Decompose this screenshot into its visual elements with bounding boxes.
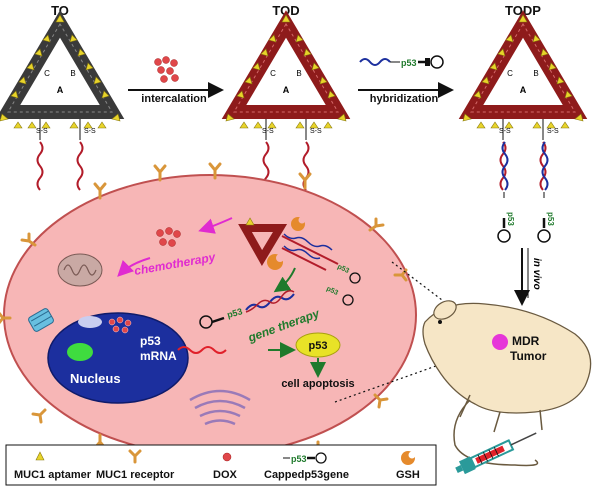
tod-aptamers [225,14,347,129]
p53-mrna-strand [177,346,227,354]
legend-item-dox: DOX [213,452,238,481]
to-triangle: A C B [0,10,125,119]
tod-linker-left: S-S [262,128,274,135]
tumor-label-line1: MDR [512,334,540,348]
released-p53-label: p53 [226,306,244,320]
todp-vertex-a: A [520,85,527,95]
todp-in-cell: p53 p53 [238,216,361,306]
legend-gsh-label: GSH [396,469,420,481]
chemo-arrow-2 [117,257,151,277]
nucleolus [78,316,102,328]
to-linkers: S-S S-S [36,119,96,140]
todp-linker-left: S-S [499,128,511,135]
todp-cell-p53-1: p53 [336,263,350,274]
to-aptamers [0,14,121,129]
released-p53-gene: p53 [199,289,295,329]
capped-p53-strand-top: p53 [359,55,444,69]
intercalation-label: intercalation [141,93,207,105]
legend-item-p53gene: p53 Cappedp53gene [264,452,349,481]
mrna-label-line1: p53 [140,334,161,348]
to-structure: TO A C B S-S S-S [0,3,125,191]
todp-triangle: A C B [458,10,588,119]
legend-box [5,444,437,486]
zoom-line-top [391,261,493,339]
tumor-label-line2: Tumor [510,349,547,363]
todp-label: TODP [505,3,541,18]
to-strand-left [36,141,44,191]
apoptosis-label: cell apoptosis [281,378,354,390]
to-vertex-c: C [44,69,50,78]
p53-strand-label: p53 [401,58,417,68]
in-vivo-arrow: in vivo [514,248,542,306]
todp-linkers: S-S S-S [499,119,559,140]
syringe-icon [455,432,537,475]
todp-duplex-left: p53 [497,141,515,243]
todp-aptamers [462,14,584,129]
tod-triangle: A C B [221,10,351,119]
dox-icon [222,452,232,462]
dox-cluster-cell [156,227,181,247]
chemo-arrow-1 [198,217,233,234]
in-vivo-label: in vivo [531,258,542,290]
legend-item-gsh: GSH [396,451,420,481]
todp-duplex-right: p53 [537,141,555,243]
legend-dox-label: DOX [213,469,238,481]
todp-linker-right: S-S [547,128,559,135]
dox-in-nucleus [108,316,132,334]
golgi-apparatus [189,389,251,426]
legend: MUC1 aptamer MUC1 receptor DOX p53 Cappe… [5,444,437,486]
todp-vertex-b: B [533,69,538,78]
to-linker-left: S-S [36,128,48,135]
todp-cell-p53-2: p53 [325,285,339,296]
mouse: MDR Tumor [422,300,592,467]
aptamer-icon [35,451,45,461]
to-strand-right [76,141,84,191]
legend-aptamer-label: MUC1 aptamer [14,469,92,481]
p53-protein [295,332,341,358]
gene-arrow [273,267,296,293]
chromatin [67,343,93,361]
mrna-label-line2: mRNA [140,349,177,363]
tod-linker-right: S-S [310,128,322,135]
tod-vertex-b: B [296,69,301,78]
hybridization-label: hybridization [370,93,439,105]
tod-vertex-a: A [283,85,290,95]
efflux-pump [28,308,54,332]
todp-p53-left: p53 [506,212,515,226]
muc1-receptors [0,162,408,457]
mitochondrion [57,253,103,287]
to-linker-right: S-S [84,128,96,135]
nucleus [47,312,189,404]
receptor-icon [128,449,142,464]
legend-p53gene-label: Cappedp53gene [264,469,349,481]
legend-item-aptamer: MUC1 aptamer [14,451,92,481]
to-vertex-b: B [70,69,75,78]
todp-vertex-c: C [507,69,513,78]
to-vertex-a: A [57,85,64,95]
tod-linkers: S-S S-S [262,119,322,140]
tumor-site [492,334,508,350]
tod-vertex-c: C [270,69,276,78]
tod-structure: TOD A C B S-S S-S [221,3,351,191]
nucleus-label: Nucleus [70,371,121,386]
p53-protein-label: p53 [309,340,328,352]
legend-item-receptor: MUC1 receptor [96,449,175,481]
todp-structure: TODP A C B S-S S-S p53 [458,3,588,243]
todp-p53-right: p53 [546,212,555,226]
dox-cluster-top [154,56,179,83]
legend-p53-prefix: p53 [291,454,307,464]
legend-receptor-label: MUC1 receptor [96,469,175,481]
